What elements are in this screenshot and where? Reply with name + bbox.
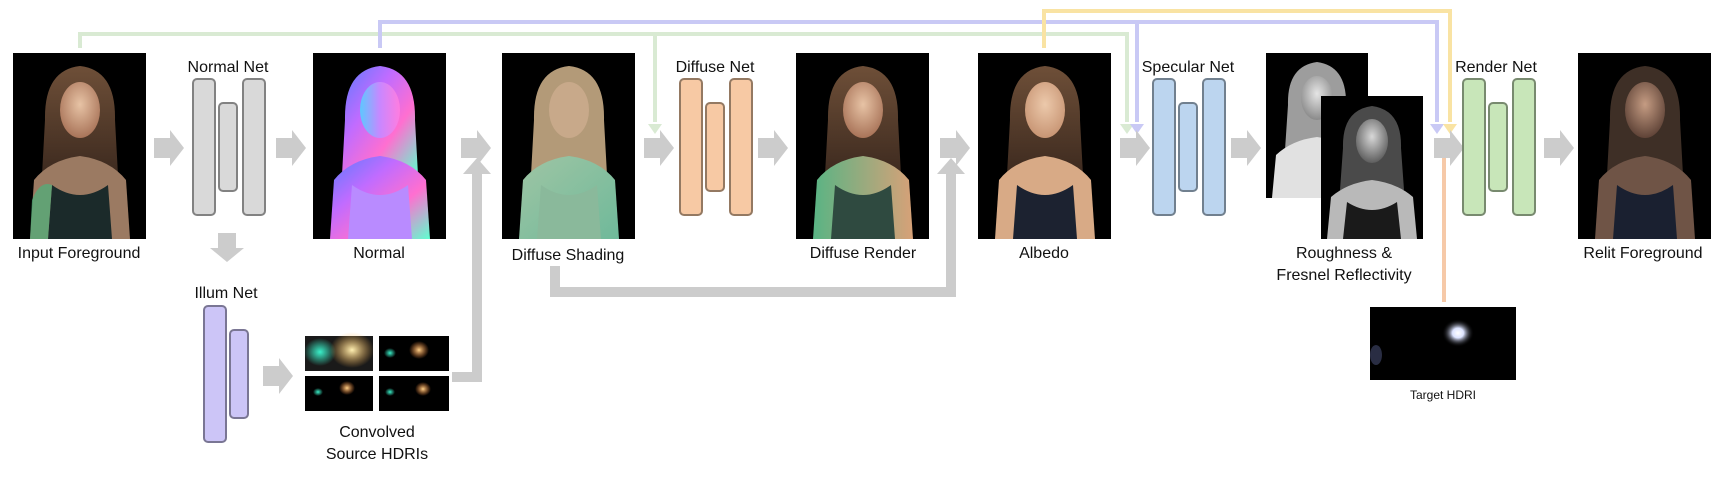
network-layer-block (203, 305, 227, 443)
network-layer-block (242, 78, 266, 216)
skip-arrowhead-green-a (648, 124, 662, 134)
convolved-hdri-grid (304, 332, 449, 411)
roughness-label-line2: Fresnel Reflectivity (1276, 267, 1411, 284)
render-net (1462, 78, 1536, 216)
network-layer-block (192, 78, 216, 216)
network-layer-block (1488, 102, 1508, 192)
render-net-label: Render Net (1455, 59, 1537, 76)
skip-line-green (78, 32, 1129, 122)
flow-arrow-icon (210, 233, 244, 262)
network-layer-block (1152, 78, 1176, 216)
convolved-label-line1: Convolved (339, 424, 415, 441)
target-hdri-label: Target HDRI (1410, 388, 1476, 402)
specular-net-label: Specular Net (1142, 59, 1235, 76)
albedo-image (978, 53, 1111, 239)
diffuse-render-image (796, 53, 929, 239)
albedo-label: Albedo (1019, 245, 1069, 262)
skip-arrowhead-yellow (1443, 124, 1457, 134)
network-layer-block (705, 102, 725, 192)
input-foreground-label: Input Foreground (18, 245, 141, 262)
skip-arrowhead-blue-a (1130, 124, 1144, 134)
relit-foreground-label: Relit Foreground (1583, 245, 1702, 262)
flow-arrow-icon (1434, 130, 1464, 166)
diffuse-shading-label: Diffuse Shading (512, 247, 625, 264)
network-layer-block (218, 102, 238, 192)
flow-arrow-icon (263, 358, 293, 394)
relit-foreground-image (1578, 53, 1711, 239)
network-layer-block (679, 78, 703, 216)
skip-arrowhead-blue-b (1430, 124, 1444, 134)
network-layer-block (729, 78, 753, 216)
network-layer-block (1462, 78, 1486, 216)
flow-arrow-icon (452, 158, 491, 382)
fresnel-reflectivity-image (1321, 96, 1423, 239)
network-layer-block (229, 329, 249, 419)
flow-arrow-icon (1231, 130, 1261, 166)
network-layer-block (1202, 78, 1226, 216)
normal-net (192, 78, 266, 216)
illum-net-label: Illum Net (194, 285, 258, 302)
skip-line-blue (378, 20, 1439, 122)
normal-map-image (313, 53, 446, 239)
flow-arrow-icon (1120, 130, 1150, 166)
flow-arrow-icon (758, 130, 788, 166)
flow-arrow-icon (940, 130, 970, 166)
flow-arrow-icon (1544, 130, 1574, 166)
network-layer-block (1178, 102, 1198, 192)
illum-net (203, 305, 249, 443)
convolved-label-line2: Source HDRIs (326, 446, 428, 463)
diffuse-render-label: Diffuse Render (810, 245, 917, 262)
roughness-label-line1: Roughness & (1296, 245, 1392, 262)
skip-connections (78, 9, 1452, 302)
flow-arrow-icon (154, 130, 184, 166)
flow-arrow-icon (461, 130, 491, 166)
flow-arrow-icon (276, 130, 306, 166)
diffuse-net (679, 78, 753, 216)
network-layer-block (1512, 78, 1536, 216)
normal-label: Normal (353, 245, 405, 262)
target-hdri-image (1370, 307, 1516, 380)
flow-arrows (154, 130, 1574, 394)
input-foreground-image (13, 53, 146, 239)
flow-arrow-icon (644, 130, 674, 166)
specular-net (1152, 78, 1226, 216)
diffuse-net-label: Diffuse Net (676, 59, 755, 76)
skip-arrowhead-green-b (1120, 124, 1134, 134)
normal-net-label: Normal Net (188, 59, 269, 76)
skip-line-yellow (1042, 9, 1452, 122)
diffuse-shading-image (502, 53, 635, 239)
